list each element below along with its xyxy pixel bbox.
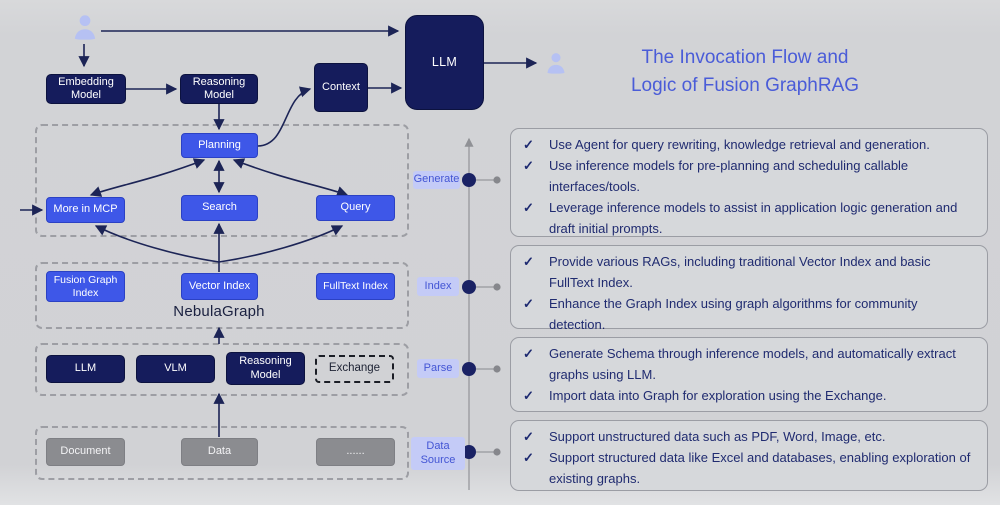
bullet-item: ✓ Use Agent for query rewriting, knowled… xyxy=(523,134,977,155)
bullet-text: Import data into Graph for exploration u… xyxy=(549,388,887,404)
check-icon: ✓ xyxy=(523,158,534,174)
info-panel-index: ✓ Provide various RAGs, including tradit… xyxy=(510,245,988,332)
node-query: Query xyxy=(316,195,395,221)
slide-title: The Invocation Flow and Logic of Fusion … xyxy=(505,44,985,99)
check-icon: ✓ xyxy=(523,388,534,404)
bullet-text: Generate Schema through inference models… xyxy=(549,346,956,383)
info-panel-parse: ✓ Generate Schema through inference mode… xyxy=(510,337,988,412)
bullet-text: Leverage inference models to assist in a… xyxy=(549,200,958,237)
user-icon xyxy=(547,53,565,74)
bullet-text: Use inference models for pre-planning an… xyxy=(549,158,909,195)
check-icon: ✓ xyxy=(523,137,534,152)
nebulagraph-label: NebulaGraph xyxy=(173,303,265,320)
node-data: Data xyxy=(181,438,258,466)
check-icon: ✓ xyxy=(523,346,534,361)
stage-badge-parse: Parse xyxy=(417,359,459,378)
bullet-item: ✓ Support unstructured data such as PDF,… xyxy=(523,426,977,447)
node-context: Context xyxy=(314,63,368,112)
bullet-item: ✓ Support structured data like Excel and… xyxy=(523,447,977,489)
node-exchange: Exchange xyxy=(315,355,394,383)
node-vector-index: Vector Index xyxy=(181,273,258,300)
bullet-text: Provide various RAGs, including traditio… xyxy=(549,254,931,291)
check-icon: ✓ xyxy=(523,296,534,312)
info-panel-generate: ✓ Use Agent for query rewriting, knowled… xyxy=(510,128,988,237)
slide-title-line1: The Invocation Flow and xyxy=(641,47,849,68)
node-search: Search xyxy=(181,195,258,221)
node-llm-parse: LLM xyxy=(46,355,125,383)
check-icon: ✓ xyxy=(523,450,534,466)
node-planning: Planning xyxy=(181,133,258,158)
node-more-sources: ...... xyxy=(316,438,395,466)
bullet-item: ✓ Provide various RAGs, including tradit… xyxy=(523,251,977,293)
bullet-text: Use Agent for query rewriting, knowledge… xyxy=(549,137,930,152)
bullet-item: ✓ Import data into Graph for exploration… xyxy=(523,385,977,406)
stage-badge-generate: Generate xyxy=(413,171,460,189)
slide-title-line2: Logic of Fusion GraphRAG xyxy=(630,74,860,96)
stage-badge-index: Index xyxy=(417,277,459,296)
node-llm-main: LLM xyxy=(405,15,484,110)
node-fusion-graph-index: Fusion Graph Index xyxy=(46,271,125,302)
bullet-item: ✓ Use inference models for pre-planning … xyxy=(523,155,977,197)
node-reasoning-model-top: Reasoning Model xyxy=(180,74,258,104)
bullet-text: Enhance the Graph Index using graph algo… xyxy=(549,296,918,333)
stage-badge-data-source: Data Source xyxy=(411,437,465,470)
section-data-source xyxy=(35,426,409,480)
check-icon: ✓ xyxy=(523,200,534,216)
node-vlm: VLM xyxy=(136,355,215,383)
node-reasoning-model-parse: Reasoning Model xyxy=(226,352,305,385)
check-icon: ✓ xyxy=(523,254,534,269)
bullet-text: Support unstructured data such as PDF, W… xyxy=(549,429,886,444)
user-icon xyxy=(74,15,96,40)
node-fulltext-index: FullText Index xyxy=(316,273,395,300)
bullet-item: ✓ Leverage inference models to assist in… xyxy=(523,197,977,239)
bullet-text: Support structured data like Excel and d… xyxy=(549,450,971,487)
bullet-item: ✓ Generate Schema through inference mode… xyxy=(523,343,977,385)
info-panel-data-source: ✓ Support unstructured data such as PDF,… xyxy=(510,420,988,491)
check-icon: ✓ xyxy=(523,429,534,444)
node-embedding-model: Embedding Model xyxy=(46,74,126,104)
node-more-in-mcp: More in MCP xyxy=(46,197,125,223)
node-document: Document xyxy=(46,438,125,466)
bullet-item: ✓ Enhance the Graph Index using graph al… xyxy=(523,293,977,335)
